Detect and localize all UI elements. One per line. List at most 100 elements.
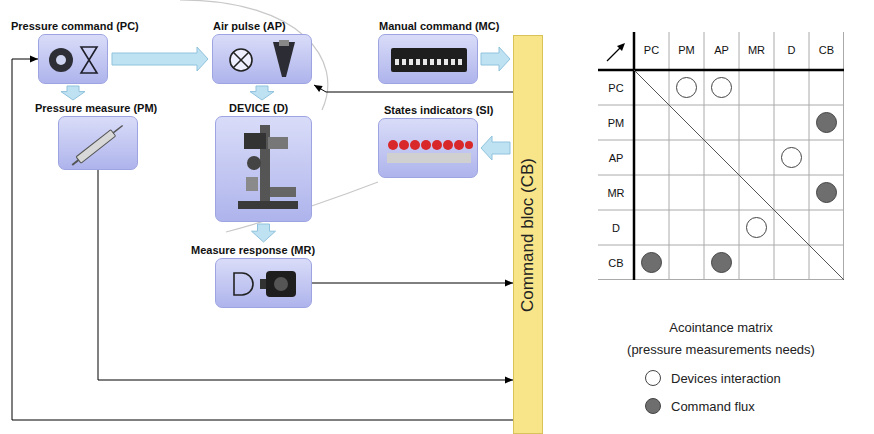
pressure-measure-box: Pressure measure (PM): [58, 116, 138, 170]
icon-shape: [437, 59, 441, 65]
command-line: [12, 56, 513, 421]
icon-shape: [409, 59, 413, 65]
matrix-dot: [782, 148, 802, 168]
icon-shape: [233, 52, 249, 68]
matrix-dot: [817, 183, 837, 203]
matrix-dot: [677, 78, 697, 98]
icon-shape: [246, 177, 258, 191]
icon-shape: [395, 59, 399, 65]
matrix-dot: [817, 113, 837, 133]
icon-shape: [244, 133, 266, 149]
line-path: [312, 283, 513, 284]
legend-item: Command flux: [645, 398, 755, 414]
matrix-cell: MR: [739, 32, 774, 68]
matrix-dot: [712, 78, 732, 98]
icon-shape: [388, 140, 473, 150]
box-title: DEVICE (D): [229, 102, 288, 114]
icon-shape: [238, 201, 298, 209]
block-arrow: [481, 47, 510, 71]
legend-text: Command flux: [671, 399, 755, 414]
box-title: Manual command (MC): [379, 20, 499, 32]
table-cell: AP: [714, 44, 729, 56]
icon-shape: [76, 130, 116, 163]
matrix-cell: PC: [598, 70, 634, 105]
icon-shape: [388, 140, 398, 150]
box-title: Air pulse (AP): [213, 20, 286, 32]
table-cell: PC: [644, 44, 659, 56]
arrowhead: [314, 85, 323, 92]
command-line: [314, 85, 513, 92]
table-cell: CB: [608, 257, 623, 269]
icon-shape: [274, 277, 288, 291]
arrowhead: [505, 377, 513, 384]
line-path: [314, 85, 513, 92]
acointance-matrix: PC PM AP MR D CB PC PM AP MR D CB: [598, 32, 844, 280]
pressure-command-box: Pressure command (PC): [38, 34, 108, 84]
icon-shape: [216, 259, 313, 309]
table-cell: MR: [607, 187, 624, 199]
icon-shape: [247, 156, 261, 170]
box-title: States indicators (SI): [384, 104, 493, 116]
icon-shape: [266, 271, 296, 297]
table-cell: PM: [608, 117, 625, 129]
matrix-cell: PC: [634, 32, 669, 68]
legend-swatch: [645, 398, 661, 414]
table-cell: PC: [608, 82, 623, 94]
icon-shape: [72, 160, 78, 165]
matrix-cell: D: [598, 210, 634, 245]
box-title: Pressure measure (PM): [35, 102, 157, 114]
table-cell: CB: [819, 44, 834, 56]
icon-shape: [270, 187, 296, 197]
icon-shape: [402, 59, 406, 65]
icon-shape: [451, 59, 455, 65]
icon-shape: [216, 117, 313, 223]
bar-label: Command bloc (CB): [518, 158, 538, 312]
matrix-cell: MR: [598, 175, 634, 210]
icon-shape: [81, 47, 97, 73]
icon-shape: [423, 59, 427, 65]
matrix-cell: AP: [598, 140, 634, 175]
icon-shape: [379, 119, 479, 179]
table-cell: D: [612, 222, 620, 234]
measure-response-box: Measure response (MR): [215, 258, 312, 308]
legend-item: Devices interaction: [645, 370, 781, 386]
command-bloc-bar: Command bloc (CB): [513, 35, 543, 434]
matrix-cell: AP: [704, 32, 739, 68]
matrix-cell: PM: [598, 105, 634, 140]
icon-shape: [410, 140, 420, 150]
icon-shape: [458, 59, 462, 65]
matrix-dot: [747, 218, 767, 238]
icon-shape: [70, 122, 125, 168]
matrix-cell: CB: [598, 245, 634, 280]
block-arrow: [61, 86, 85, 100]
device-box: DEVICE (D): [215, 116, 312, 222]
icon-shape: [444, 59, 448, 65]
icon-shape: [416, 59, 420, 65]
table-cell: MR: [748, 44, 765, 56]
matrix-dot: [642, 253, 662, 273]
block-arrow: [250, 86, 274, 100]
block-arrow: [252, 224, 276, 242]
icon-shape: [279, 40, 289, 46]
block-arrow: [112, 47, 208, 71]
arrowhead: [505, 280, 513, 287]
command-line: [312, 280, 513, 287]
icon-shape: [465, 141, 473, 149]
table-cell: D: [788, 44, 796, 56]
icon-shape: [234, 273, 253, 295]
icon-shape: [230, 49, 252, 71]
icon-shape: [395, 59, 462, 65]
icon-shape: [379, 35, 479, 85]
matrix-caption: (pressure measurements needs): [598, 342, 844, 357]
icon-shape: [268, 137, 288, 149]
icon-shape: [59, 117, 139, 171]
matrix-cell: PM: [669, 32, 704, 68]
icon-shape: [213, 35, 313, 85]
icon-shape: [399, 140, 409, 150]
box-title: Measure response (MR): [191, 244, 315, 256]
corner-arrowhead: [617, 43, 625, 51]
table-cell: PM: [678, 44, 695, 56]
icon-shape: [260, 279, 266, 289]
icon-shape: [454, 140, 464, 150]
grid-lines: [598, 32, 844, 280]
